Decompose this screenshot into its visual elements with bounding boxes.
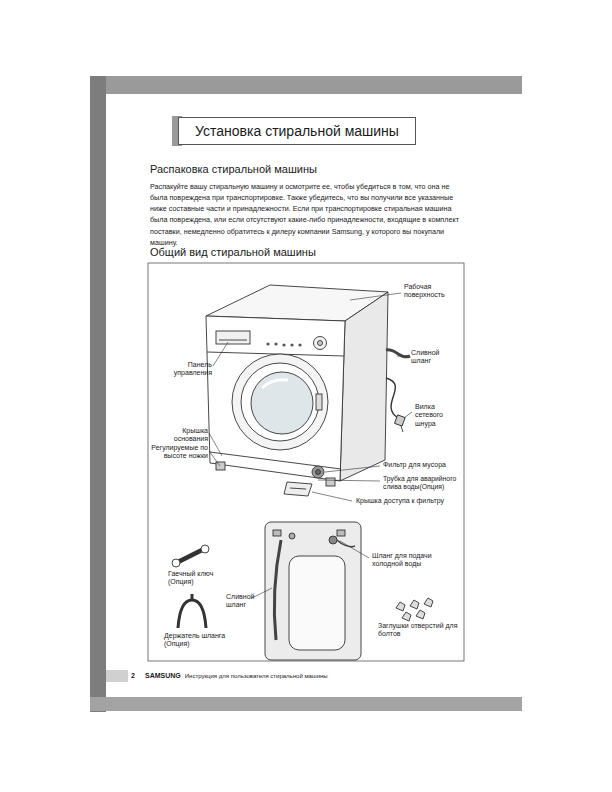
part-label: Рабочая поверхность <box>404 283 456 300</box>
page-number: 2 <box>131 672 141 680</box>
part-label: Крышка основания <box>156 427 208 444</box>
section-heading: Общий вид стиральной машины <box>150 246 450 259</box>
bottom-bar <box>90 697 522 711</box>
section-heading: Распаковка стиральной машины <box>150 163 470 176</box>
brand-name: SAMSUNG <box>145 672 181 680</box>
part-label: Фильтр для мусора <box>383 461 463 469</box>
part-label: Шланг для подачи холодной воды <box>372 552 458 569</box>
body-text: Распакуйте вашу стиральную машину и осмо… <box>150 181 468 248</box>
part-label: Сливной шланг <box>411 349 459 366</box>
washing-machine-front <box>206 285 410 496</box>
washing-machine-back <box>265 522 361 660</box>
part-label: Вилка сетевого шнура <box>415 403 459 428</box>
figure-frame <box>148 263 464 661</box>
title-box: Установка стиральной машины <box>178 117 416 145</box>
part-label: Регулируемые по высоте ножки <box>148 444 208 461</box>
footer-text: Инструкция для пользователя стиральной м… <box>185 673 328 680</box>
accessory-label: Гаечный ключ (Опция) <box>168 570 218 587</box>
footer-tab <box>106 670 128 682</box>
left-bar <box>90 76 106 712</box>
accessory-label: Заглушки отверстий для болтов <box>378 622 462 639</box>
page-title: Установка стиральной машины <box>195 123 399 139</box>
accessory-label: Держатель шланга (Опция) <box>164 632 240 649</box>
top-bar <box>90 76 522 94</box>
part-label: Панель управления <box>158 361 212 378</box>
part-label: Сливной шланг <box>226 593 264 610</box>
part-label: Крышка доступа к фильтру <box>356 497 460 505</box>
part-label: Трубка для аварийного слива воды(Опция) <box>383 475 463 491</box>
